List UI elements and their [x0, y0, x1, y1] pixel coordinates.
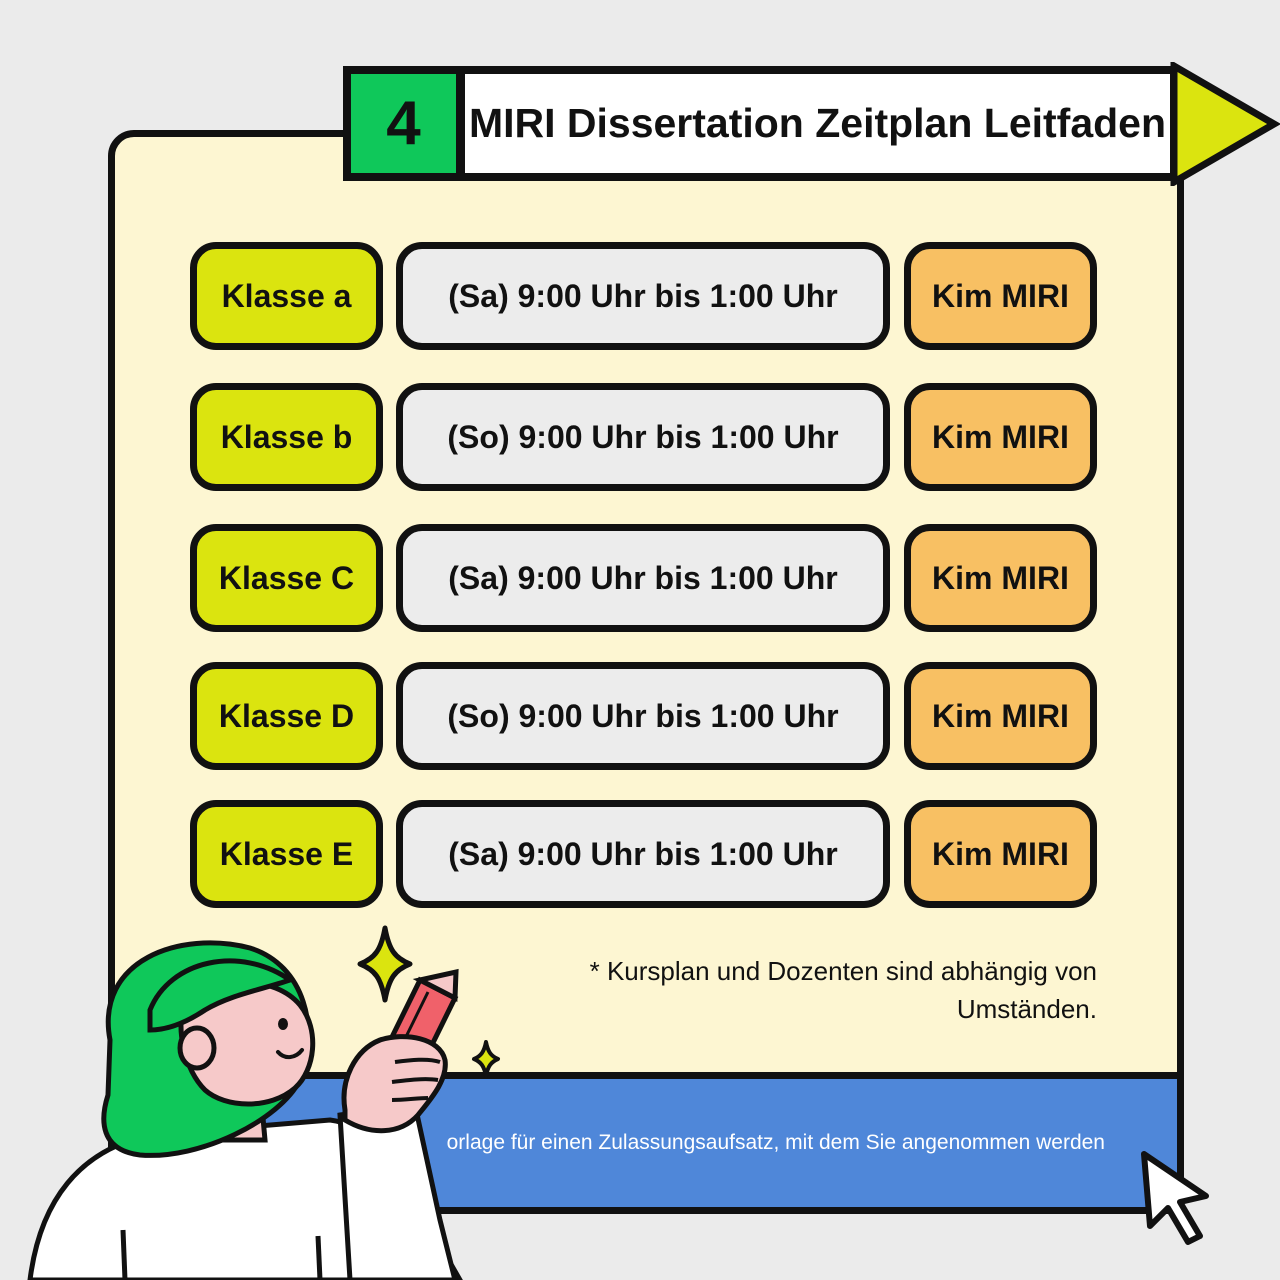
- arrow-flag-icon: [1170, 62, 1280, 186]
- cursor-arrow-icon: [1141, 1151, 1209, 1245]
- sparkle-icon: [472, 1040, 500, 1078]
- teacher-label: Kim MIRI: [904, 800, 1097, 908]
- class-label: Klasse b: [190, 383, 383, 491]
- time-slot: (So) 9:00 Uhr bis 1:00 Uhr: [396, 662, 890, 770]
- teacher-label: Kim MIRI: [904, 242, 1097, 350]
- note-line-1: * Kursplan und Dozenten sind abhängig vo…: [589, 956, 1097, 986]
- class-label: Klasse E: [190, 800, 383, 908]
- time-slot: (So) 9:00 Uhr bis 1:00 Uhr: [396, 383, 890, 491]
- student-illustration: [27, 925, 500, 1280]
- teacher-label: Kim MIRI: [904, 662, 1097, 770]
- footer-text: orlage für einen Zulassungsaufsatz, mit …: [446, 1131, 1105, 1154]
- note-line-2: Umständen.: [956, 994, 1097, 1024]
- time-slot: (Sa) 9:00 Uhr bis 1:00 Uhr: [396, 242, 890, 350]
- class-label: Klasse D: [190, 662, 383, 770]
- teacher-label: Kim MIRI: [904, 383, 1097, 491]
- sparkle-icon: [357, 925, 413, 1003]
- time-slot: (Sa) 9:00 Uhr bis 1:00 Uhr: [396, 800, 890, 908]
- teacher-label: Kim MIRI: [904, 524, 1097, 632]
- page-title: MIRI Dissertation Zeitplan Leitfaden: [465, 74, 1170, 173]
- class-label: Klasse C: [190, 524, 383, 632]
- section-number: 4: [351, 74, 456, 173]
- schedule-note: * Kursplan und Dozenten sind abhängig vo…: [497, 952, 1097, 1028]
- class-label: Klasse a: [190, 242, 383, 350]
- time-slot: (Sa) 9:00 Uhr bis 1:00 Uhr: [396, 524, 890, 632]
